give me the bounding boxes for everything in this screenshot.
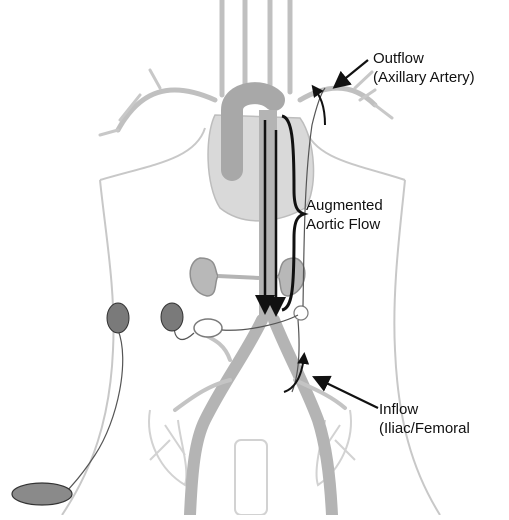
callout-arrows [316,60,378,408]
outflow-label-line2: (Axillary Artery) [373,68,475,87]
outflow-label-line1: Outflow [373,49,475,68]
augmented-flow-label: Augmented Aortic Flow [306,196,383,234]
upper-vessels [118,0,375,130]
iliac-femoral-vessels [190,320,332,515]
inflow-label-line1: Inflow [379,400,470,419]
augmented-label-line1: Augmented [306,196,383,215]
implanted-units [107,303,183,333]
inflow-label-line2: (Iliac/Femoral [379,419,470,438]
outflow-label: Outflow (Axillary Artery) [373,49,475,87]
inflow-label: Inflow (Iliac/Femoral [379,400,470,438]
pelvic-branches [175,335,345,410]
augmented-label-line2: Aortic Flow [306,215,383,234]
external-battery [12,483,72,505]
